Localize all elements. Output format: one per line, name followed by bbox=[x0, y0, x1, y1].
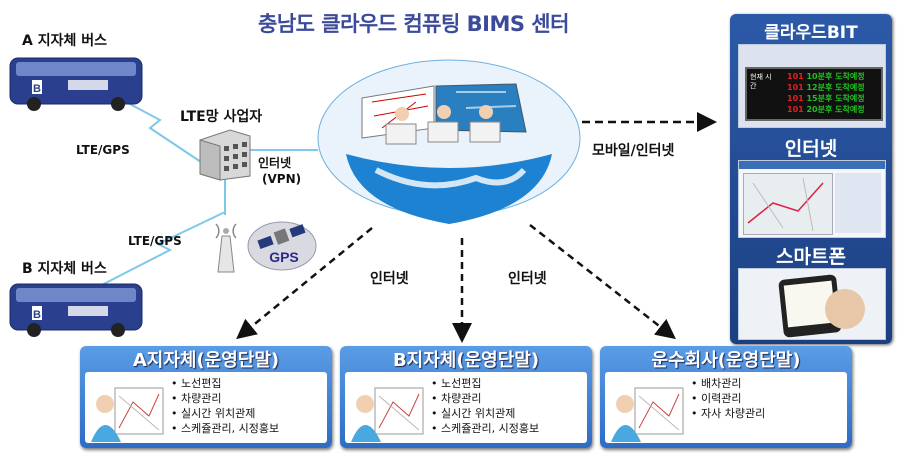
cloud-center-globe bbox=[317, 59, 581, 224]
box-b-list: 노선편집차량관리실시간 위치관제스케쥴관리, 시정홍보 bbox=[431, 376, 539, 436]
mobile-internet-label: 모바일/인터넷 bbox=[592, 143, 675, 159]
box-c-title: 운수회사(운영단말) bbox=[651, 350, 801, 371]
box-list-item: 노선편집 bbox=[171, 376, 279, 391]
arrow-to-a bbox=[236, 227, 373, 340]
box-b-title: B지자체(운영단말) bbox=[392, 350, 540, 371]
bit-row: 101 15분후 도착예정 bbox=[787, 94, 865, 103]
bus-b-icon: B bbox=[9, 283, 143, 337]
box-list-item: 실시간 위치관제 bbox=[171, 406, 279, 421]
lte-operator-label: LTE망 사업자 bbox=[180, 109, 263, 125]
bit-row: 101 10분후 도착예정 bbox=[787, 72, 865, 81]
cloud-bit-title: 클라우드BIT bbox=[764, 23, 858, 43]
bus-b-mark: B bbox=[33, 309, 41, 321]
bus-a-mark: B bbox=[33, 83, 41, 95]
page-title: 충남도 클라우드 컴퓨팅 BIMS 센터 bbox=[258, 12, 569, 36]
vpn-label-line1: 인터넷 bbox=[258, 156, 292, 170]
smartphone-title: 스마트폰 bbox=[776, 246, 846, 268]
arrow-to-c bbox=[529, 224, 676, 340]
box-a-list: 노선편집차량관리실시간 위치관제스케쥴관리, 시정홍보 bbox=[171, 376, 279, 436]
box-list-item: 차량관리 bbox=[431, 391, 539, 406]
bus-a-label: A 지자체 버스 bbox=[22, 33, 107, 49]
smartphone-image bbox=[738, 268, 886, 340]
bus-b-label: B 지자체 버스 bbox=[22, 261, 107, 277]
bit-row: 101 20분후 도착예정 bbox=[787, 105, 865, 114]
internet-label-right: 인터넷 bbox=[508, 271, 547, 287]
box-b-terminal: B지자체(운영단말) 노선편집차량관리실시간 위치관제스케쥴관리, 시정홍보 bbox=[340, 346, 592, 448]
box-a-title: A지자체(운영단말) bbox=[132, 350, 280, 371]
lte-gps-label-1: LTE/GPS bbox=[76, 143, 130, 157]
box-a-terminal: A지자체(운영단말) 노선편집차량관리실시간 위치관제스케쥴관리, 시정홍보 bbox=[80, 346, 332, 448]
bit-row: 101 12분후 도착예정 bbox=[787, 83, 865, 92]
bus-a-icon: B bbox=[9, 57, 143, 111]
lte-gps-label-2: LTE/GPS bbox=[128, 234, 182, 248]
bit-display: 현재 시간 101 10분후 도착예정 101 12분후 도착예정 101 15분후… bbox=[738, 44, 886, 128]
box-list-item: 실시간 위치관제 bbox=[431, 406, 539, 421]
operator-user-icon bbox=[351, 387, 424, 442]
box-list-item: 차량관리 bbox=[171, 391, 279, 406]
signal-line-b bbox=[91, 211, 226, 291]
box-c-list: 배차관리이력관리자사 차량관리 bbox=[691, 376, 765, 421]
bit-clock-label: 현재 시간 bbox=[750, 73, 772, 90]
box-list-item: 스케쥴관리, 시정홍보 bbox=[431, 421, 539, 436]
building-icon bbox=[199, 129, 251, 181]
operator-user-icon bbox=[91, 387, 164, 442]
box-list-item: 자사 차량관리 bbox=[691, 406, 765, 421]
box-c-terminal: 운수회사(운영단말) 배차관리이력관리자사 차량관리 bbox=[600, 346, 852, 448]
gps-label: GPS bbox=[269, 249, 299, 265]
internet-map-screenshot bbox=[738, 160, 886, 238]
box-list-item: 이력관리 bbox=[691, 391, 765, 406]
internet-title: 인터넷 bbox=[784, 138, 838, 160]
box-list-item: 노선편집 bbox=[431, 376, 539, 391]
antenna-tower-icon bbox=[215, 223, 237, 273]
vpn-label-line2: (VPN) bbox=[262, 172, 302, 186]
operator-user-icon bbox=[611, 387, 684, 442]
box-list-item: 배차관리 bbox=[691, 376, 765, 391]
service-panel: 클라우드BIT 현재 시간 101 10분후 도착예정 101 12분후 도착예정… bbox=[730, 14, 892, 344]
gps-satellite-icon: GPS bbox=[247, 221, 317, 271]
internet-label-left: 인터넷 bbox=[370, 271, 409, 287]
box-list-item: 스케쥴관리, 시정홍보 bbox=[171, 421, 279, 436]
